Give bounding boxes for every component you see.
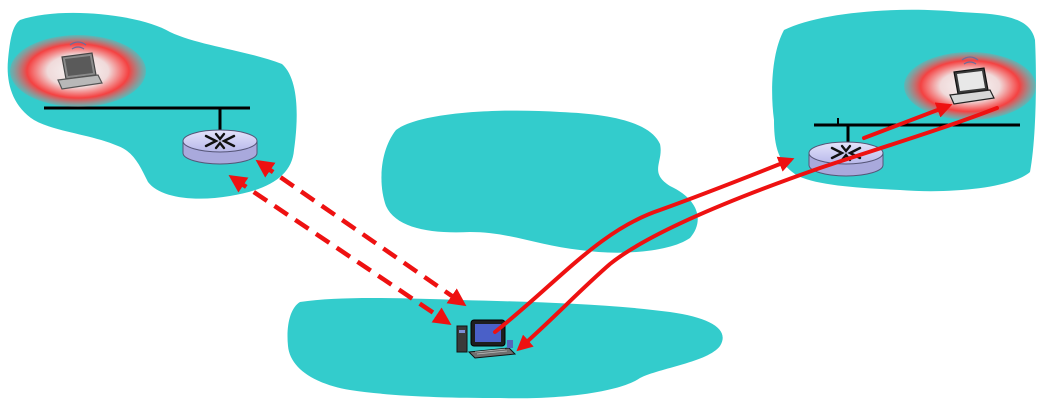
dashed-arrow-lower — [228, 174, 452, 326]
direct-route-arrows — [493, 102, 999, 352]
solid-arrow-outbound — [493, 156, 795, 334]
solid-arrow-router-to-laptop — [862, 102, 953, 140]
home-exchange-arrows — [228, 159, 467, 326]
correspondent-desktop-computer-icon — [456, 319, 517, 359]
visited-laptop-icon — [904, 52, 1036, 120]
home-router-icon — [182, 129, 258, 165]
solid-arrow-return — [516, 106, 999, 352]
home-laptop-icon — [10, 35, 146, 107]
visited-router-icon — [808, 141, 884, 177]
internet-core-cloud — [381, 110, 698, 253]
